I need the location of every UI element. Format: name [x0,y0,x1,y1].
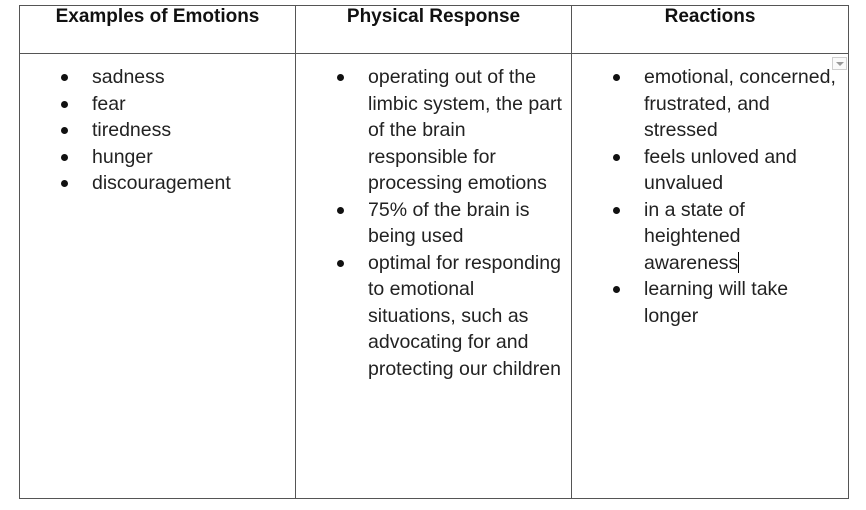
document-table: Examples of Emotions Physical Response R… [19,5,849,499]
list-item[interactable]: discouragement [20,170,287,197]
bullet-icon [61,100,68,108]
list-item[interactable]: sadness [20,64,287,91]
list-item[interactable]: feels unloved and unvalued [572,144,840,197]
list-item[interactable]: 75% of the brain is being used [296,197,563,250]
bullet-icon [61,74,68,81]
list-item[interactable]: fear [20,91,287,118]
list-item[interactable]: hunger [20,144,287,171]
list-item[interactable]: in a state of heightened awareness [572,197,840,277]
cell-emotions[interactable]: sadness fear tiredness hunger discourage… [19,53,296,499]
list-item[interactable]: emotional, concerned, frustrated, and st… [572,64,840,144]
bullet-icon [613,206,620,214]
header-examples-of-emotions[interactable]: Examples of Emotions [19,5,296,54]
text-cursor [738,251,740,273]
bullet-icon [61,153,68,161]
bullet-icon [61,127,68,134]
bullet-icon [337,74,344,81]
header-reactions[interactable]: Reactions [571,5,849,54]
bullet-icon [337,206,344,214]
bullet-icon [613,74,620,81]
list-item[interactable]: tiredness [20,117,287,144]
header-row: Examples of Emotions Physical Response R… [19,5,849,54]
bullet-icon [61,180,68,187]
list-item[interactable]: operating out of the limbic system, the … [296,64,563,197]
emotions-list: sadness fear tiredness hunger discourage… [20,54,295,197]
physical-response-list: operating out of the limbic system, the … [296,54,571,382]
cell-reactions[interactable]: emotional, concerned, frustrated, and st… [571,53,849,499]
header-physical-response[interactable]: Physical Response [295,5,572,54]
reactions-list: emotional, concerned, frustrated, and st… [572,54,848,329]
cell-physical-response[interactable]: operating out of the limbic system, the … [295,53,572,499]
bullet-icon [337,259,344,267]
chevron-down-icon[interactable] [832,57,847,70]
list-item[interactable]: learning will take longer [572,276,840,329]
bullet-icon [613,286,620,293]
body-row: sadness fear tiredness hunger discourage… [19,53,849,499]
list-item[interactable]: optimal for responding to emotional situ… [296,250,563,383]
bullet-icon [613,153,620,161]
